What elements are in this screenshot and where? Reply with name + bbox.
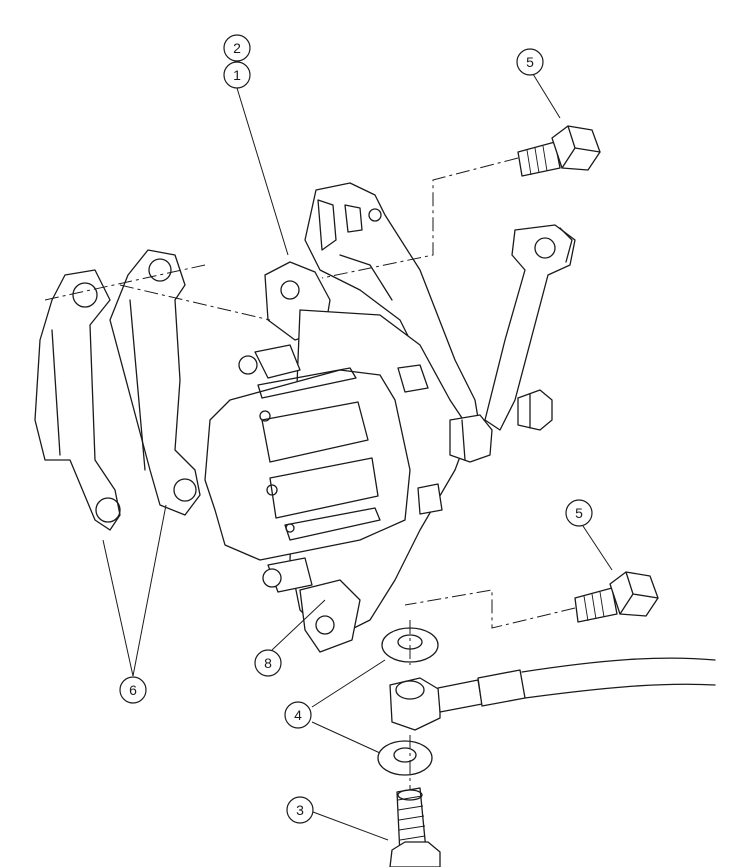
callout-1: 1 — [223, 61, 251, 89]
caliper-body — [204, 261, 493, 653]
callout-1-label: 1 — [233, 67, 241, 83]
caliper-mounting-bracket — [304, 182, 481, 431]
mounting-bolt-lower — [574, 571, 659, 623]
banjo-bolt — [389, 787, 441, 867]
callout-5-upper-label: 5 — [526, 54, 534, 70]
callout-4: 4 — [284, 701, 312, 729]
callout-5-lower-label: 5 — [575, 505, 583, 521]
mounting-bolt-upper — [517, 125, 601, 177]
brake-pad-outer — [34, 269, 121, 531]
callout-6-label: 6 — [129, 682, 137, 698]
callout-leader-lines — [102, 73, 613, 841]
callout-3: 3 — [286, 796, 314, 824]
brake-pad-inner — [109, 249, 201, 516]
callout-2: 2 — [223, 34, 251, 62]
callout-6: 6 — [119, 676, 147, 704]
callout-4-label: 4 — [294, 707, 302, 723]
callout-3-label: 3 — [296, 802, 304, 818]
callout-5-upper: 5 — [516, 48, 544, 76]
torque-link-arm — [484, 224, 576, 431]
sealing-washer-lower — [377, 740, 433, 776]
banjo-fitting-hose — [389, 657, 716, 731]
assembly-centerlines — [44, 157, 576, 790]
callout-8: 8 — [254, 649, 282, 677]
callout-5-lower: 5 — [565, 499, 593, 527]
callout-8-label: 8 — [264, 655, 272, 671]
callout-2-label: 2 — [233, 40, 241, 56]
